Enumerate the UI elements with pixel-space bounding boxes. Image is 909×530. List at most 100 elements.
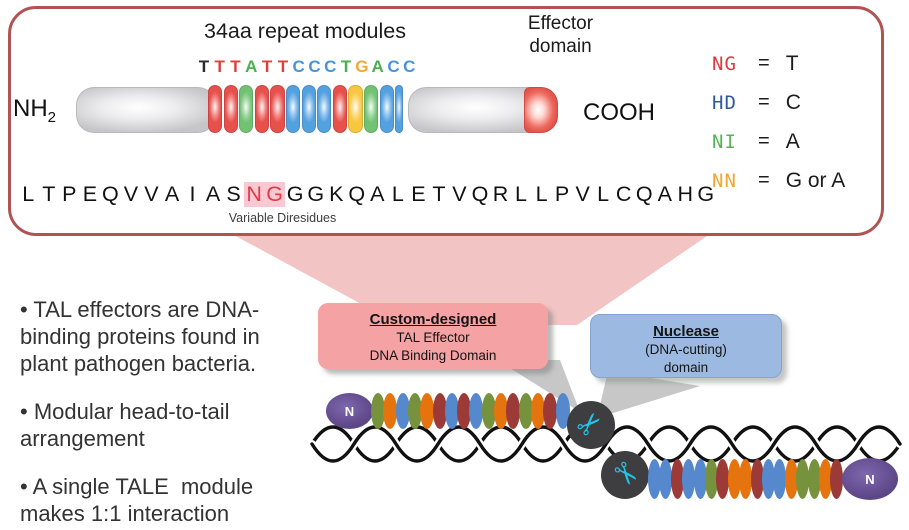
dna-base-letter: C	[292, 57, 305, 76]
tale-module-oval	[407, 393, 422, 429]
tale-module-oval	[420, 393, 435, 429]
legend-row: NN=G or A	[712, 161, 845, 200]
sequence-letter: V	[123, 182, 139, 206]
variable-diresidues-label: Variable Diresidues	[228, 211, 337, 225]
repeat-module	[317, 85, 332, 133]
tale-module-oval	[682, 459, 696, 499]
repeat-module	[239, 85, 254, 133]
tale-module-oval	[543, 393, 558, 429]
tale-module-oval	[494, 393, 508, 429]
effector-domain-label: Effector domain	[503, 12, 618, 58]
legend-equals: =	[758, 169, 770, 191]
cooh-terminus-label: COOH	[583, 99, 655, 126]
effector-domain-label-line2: domain	[529, 36, 592, 57]
n-label: N	[865, 471, 875, 487]
dna-base-letter: T	[198, 57, 210, 76]
legend-code: NI	[712, 130, 737, 153]
dna-base-letter: C	[403, 57, 416, 76]
bullet-line: plant pathogen bacteria.	[20, 351, 257, 376]
sequence-letter: L	[597, 182, 610, 206]
sequence-letter: A	[205, 182, 221, 206]
tale-module-oval	[457, 393, 472, 429]
scissors-icon: ✂	[570, 404, 612, 446]
dna-base-letter: T	[261, 57, 273, 76]
legend-value: C	[785, 90, 801, 114]
nuclease-circle-top: ✂	[567, 401, 615, 449]
variable-diresidue-letter: N	[243, 182, 265, 207]
repeat-module	[332, 85, 348, 133]
tale-module-oval	[444, 393, 459, 429]
sequence-letter: S	[226, 182, 241, 206]
sequence-letter: A	[164, 182, 180, 206]
tale-module-oval	[762, 459, 775, 499]
tale-module-oval	[716, 459, 730, 499]
legend-row: HD=C	[712, 83, 845, 122]
repeat-module	[301, 85, 316, 133]
bullet-line: • TAL effectors are DNA-	[20, 297, 260, 322]
legend-value: G or A	[785, 168, 846, 192]
tale-module-oval	[773, 459, 787, 499]
repeat-module	[254, 85, 270, 133]
tale-module-oval	[796, 459, 810, 499]
tale-module-oval	[727, 459, 741, 499]
n-terminus-ball-bottom: N	[842, 458, 898, 500]
dna-base-letter: C	[308, 57, 321, 76]
nuclease-box-line2: (DNA-cutting)	[645, 342, 727, 357]
tal-box-line3: DNA Binding Domain	[369, 348, 497, 363]
sequence-letter: Q	[471, 182, 489, 206]
tale-module-oval	[693, 459, 707, 499]
legend-code: NG	[712, 52, 737, 75]
nuclease-box: Nuclease (DNA-cutting) domain	[590, 314, 782, 378]
tale-module-oval	[469, 393, 484, 429]
bullet-line: with nucleotides	[20, 527, 260, 530]
repeat-module	[286, 85, 301, 133]
legend-equals: =	[758, 52, 770, 74]
dna-base-letter: C	[387, 57, 400, 76]
sequence-letter: T	[42, 182, 56, 206]
tale-module-oval	[670, 459, 684, 499]
tale-module-oval	[506, 393, 521, 429]
dna-double-helix	[308, 423, 904, 465]
bullet-line: arrangement	[20, 426, 145, 451]
tale-module-oval	[819, 459, 832, 499]
dna-base-letter: A	[245, 57, 258, 76]
scissors-icon: ✂	[604, 454, 647, 495]
dna-base-letter: C	[324, 57, 337, 76]
tale-module-oval	[648, 459, 661, 499]
bullet-line: makes 1:1 interaction	[20, 501, 230, 526]
tale-module-oval	[518, 393, 533, 429]
repeat-module	[348, 85, 363, 133]
repeat-module	[208, 85, 223, 133]
legend-value: A	[785, 129, 800, 153]
dna-base-letter: A	[371, 57, 384, 76]
tale-module-oval	[750, 459, 764, 499]
sequence-letter: R	[492, 182, 509, 206]
sequence-letter: L	[515, 182, 527, 206]
variable-diresidue-letter: G	[264, 182, 285, 207]
bullet-line: binding proteins found in	[20, 324, 260, 349]
n-terminus-ball-top: N	[326, 393, 373, 429]
bullet-list: • TAL effectors are DNA-binding proteins…	[20, 296, 260, 530]
sequence-letter: Q	[348, 182, 366, 206]
sequence-letter: L	[391, 182, 404, 206]
nuclease-box-title: Nuclease	[653, 323, 719, 340]
tal-box-title: Custom-designed	[369, 311, 497, 328]
legend-equals: =	[758, 130, 770, 152]
nuclease-circle-bottom: ✂	[601, 451, 649, 499]
bullet-line: • A single TALE module	[20, 474, 254, 499]
bullet-item: • TAL effectors are DNA-binding proteins…	[20, 296, 260, 377]
dna-base-letter: T	[230, 57, 241, 76]
tale-module-oval	[371, 393, 385, 429]
sequence-letter: H	[677, 182, 694, 206]
legend-equals: =	[758, 91, 770, 113]
repeat-module	[379, 85, 394, 133]
bullet-line: • Modular head-to-tail	[20, 399, 230, 424]
sequence-letter: A	[657, 182, 672, 206]
tale-module-oval	[830, 459, 844, 499]
sequence-letter: L	[535, 182, 548, 206]
